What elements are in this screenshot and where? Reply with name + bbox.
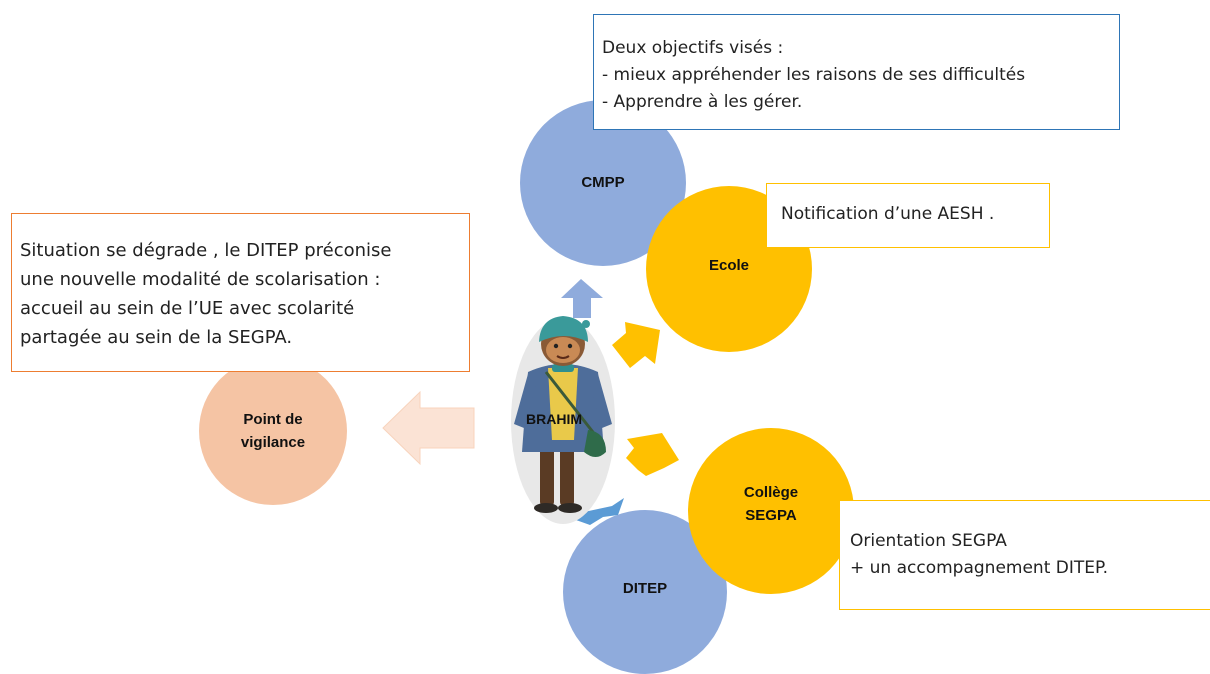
arrow-to-ditep — [576, 498, 624, 525]
vigilance-note: Situation se dégrade , le DITEP préconis… — [11, 213, 470, 372]
cmpp-note-line2: - mieux appréhender les raisons de ses d… — [602, 65, 1026, 85]
college-note: Orientation SEGPA + un accompagnement DI… — [839, 500, 1210, 610]
ditep-label: DITEP — [622, 580, 668, 598]
cmpp-note-line3: - Apprendre à les gérer. — [602, 92, 803, 112]
vigilance-note-line4: partagée au sein de la SEGPA. — [20, 327, 293, 348]
arrow-to-vigilance — [382, 390, 475, 466]
vigilance-label-line1: Point de — [243, 410, 303, 428]
ecole-note-line1: Notification d’une AESH . — [781, 204, 995, 224]
vigilance-note-line3: accueil au sein de l’UE avec scolarité — [20, 298, 355, 319]
ecole-label: Ecole — [708, 257, 750, 275]
college-note-line2: + un accompagnement DITEP. — [850, 558, 1109, 578]
arrow-to-college — [626, 433, 679, 476]
college-label-line1: Collège — [743, 483, 799, 501]
brahim-label: BRAHIM — [526, 411, 582, 427]
vigilance-note-line2: une nouvelle modalité de scolarisation : — [20, 269, 381, 290]
arrow-to-cmpp — [561, 279, 603, 318]
college-segpa-circle: Collège SEGPA — [688, 428, 854, 594]
college-note-line1: Orientation SEGPA — [850, 531, 1007, 551]
cmpp-note-line1: Deux objectifs visés : — [602, 38, 784, 58]
point-de-vigilance-circle: Point de vigilance — [199, 357, 347, 505]
cmpp-label: CMPP — [581, 174, 625, 192]
vigilance-label-line2: vigilance — [240, 434, 306, 451]
brahim-character-icon — [511, 316, 615, 524]
vigilance-note-line1: Situation se dégrade , le DITEP préconis… — [20, 240, 392, 261]
cmpp-note: Deux objectifs visés : - mieux appréhend… — [593, 14, 1120, 130]
college-label-line2: SEGPA — [745, 507, 797, 524]
arrow-to-ecole — [612, 322, 660, 368]
ecole-note: Notification d’une AESH . — [766, 183, 1050, 248]
